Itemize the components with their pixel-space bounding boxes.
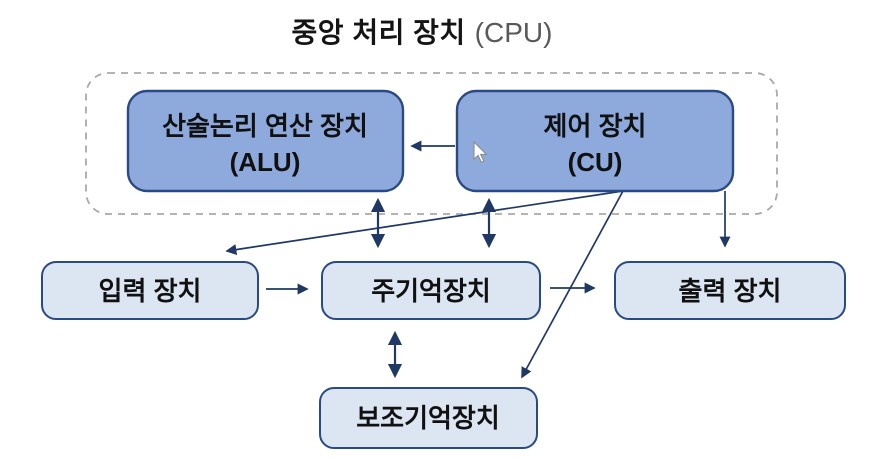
diagram-title-main: 중앙 처리 장치 <box>291 17 466 48</box>
aux-memory-node <box>319 387 538 449</box>
alu-label-line1: 산술논리 연산 장치 <box>162 111 368 141</box>
input-device-label: 입력 장치 <box>99 276 202 306</box>
cu-node <box>455 89 735 193</box>
aux-memory-label: 보조기억장치 <box>356 403 500 433</box>
output-device-node <box>614 261 846 320</box>
cu-label-line2: (CU) <box>568 147 623 177</box>
main-memory-node <box>321 261 541 320</box>
input-device-node <box>41 261 259 320</box>
main-memory-label: 주기억장치 <box>371 276 491 306</box>
diagram-title: 중앙 처리 장치 (CPU) <box>0 16 861 50</box>
cu-label-line1: 제어 장치 <box>544 111 647 141</box>
diagram-title-sub: (CPU) <box>474 17 553 48</box>
edge-cu-to-auxmemory <box>521 190 624 379</box>
alu-node <box>126 89 405 193</box>
mouse-cursor-icon <box>473 140 488 163</box>
edge-cu-to-input <box>225 190 624 256</box>
cpu-dashed-container <box>85 72 778 215</box>
alu-label-line2: (ALU) <box>230 147 301 177</box>
output-device-label: 출력 장치 <box>679 276 782 306</box>
